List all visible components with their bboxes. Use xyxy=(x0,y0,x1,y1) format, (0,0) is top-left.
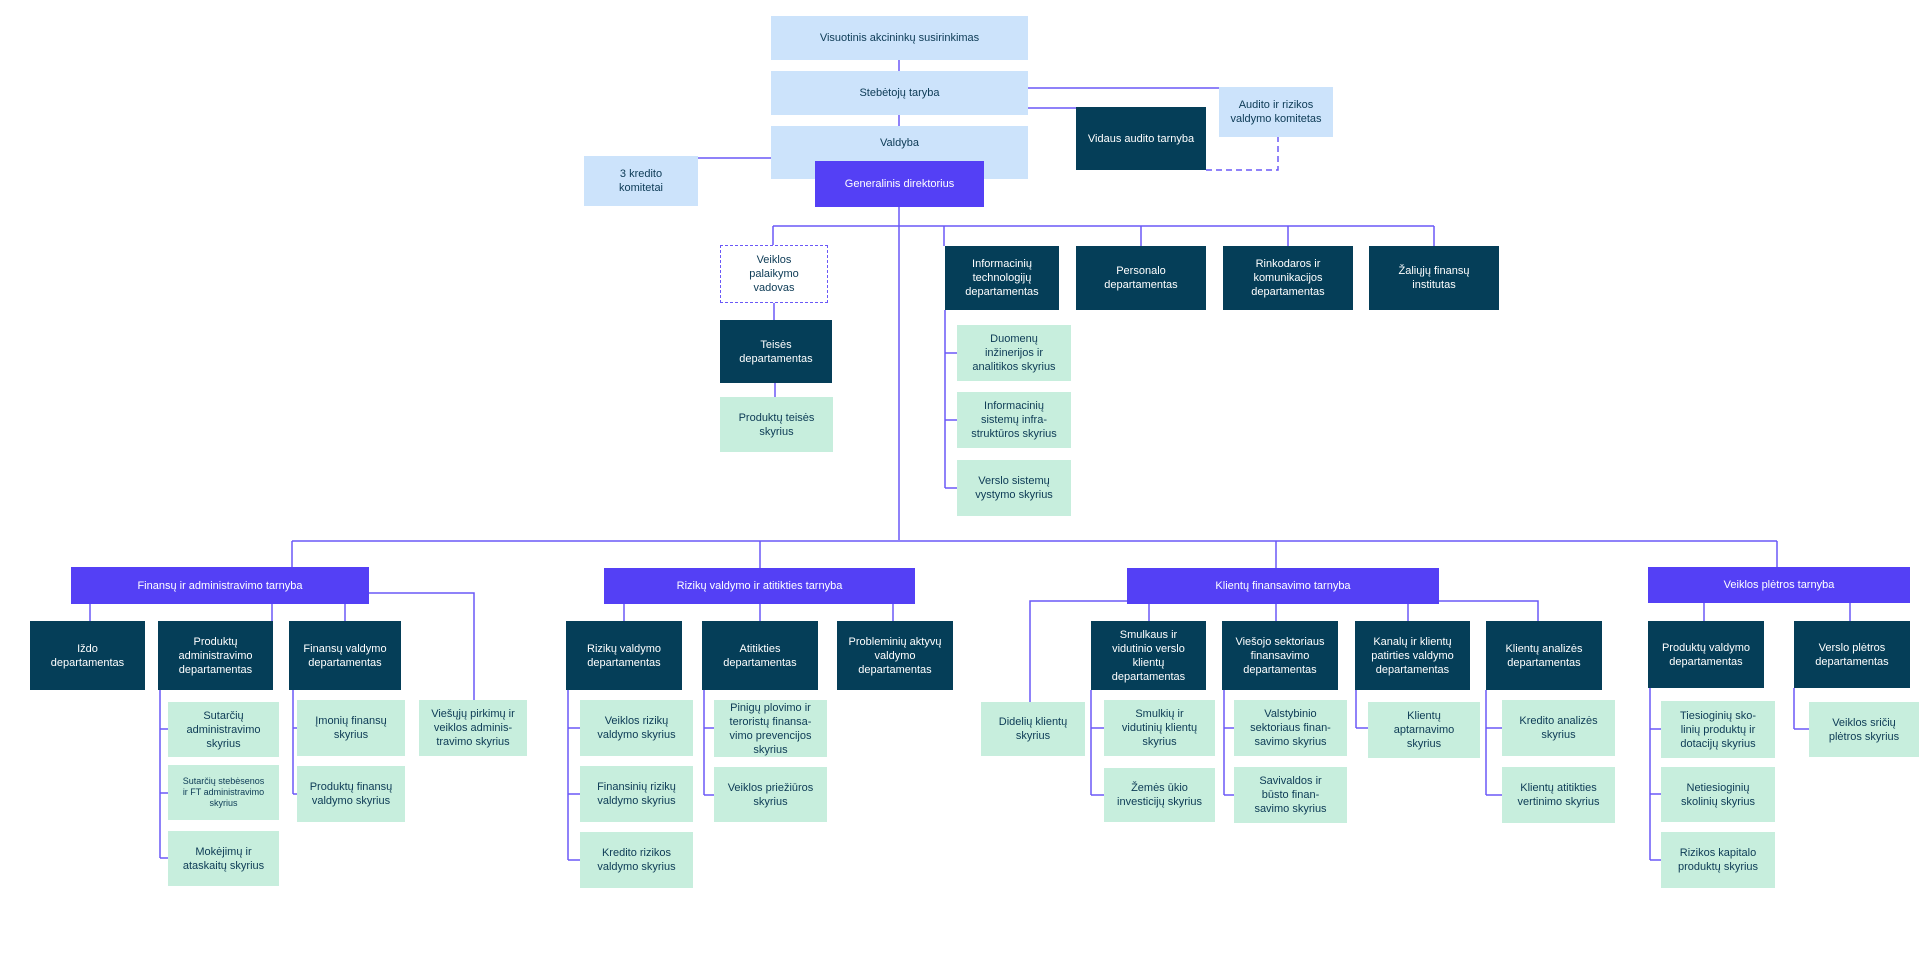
channels-department: Kanalų ir klientų patirties valdymo depa… xyxy=(1355,621,1470,690)
compliance-unit: Pinigų plovimo ir teroristų finansa- vim… xyxy=(714,700,827,757)
green-finance-institute: Žaliųjų finansų institutas xyxy=(1369,246,1499,310)
finance-mgmt-department: Finansų valdymo departamentas xyxy=(289,621,401,690)
sme-department: Smulkaus ir vidutinio verslo klientų dep… xyxy=(1091,621,1206,690)
connector-line xyxy=(1029,600,1127,702)
supervisory-board: Stebėtojų taryba xyxy=(771,71,1028,115)
risk-unit: Kredito rizikos valdymo skyrius xyxy=(580,832,693,888)
client-analysis-unit: Klientų atitikties vertinimo skyrius xyxy=(1502,767,1615,823)
product-mgmt-unit: Netiesioginių skolinių skyrius xyxy=(1661,767,1775,822)
audit-risk-committee: Audito ir rizikos valdymo komitetas xyxy=(1219,87,1333,137)
product-admin-unit: Sutarčių administravimo skyrius xyxy=(168,702,279,757)
client-analysis-unit: Kredito analizės skyrius xyxy=(1502,700,1615,756)
treasury-department: Iždo departamentas xyxy=(30,621,145,690)
sme-unit: Smulkių ir vidutinių klientų skyrius xyxy=(1104,700,1215,756)
finance-mgmt-unit: Produktų finansų valdymo skyrius xyxy=(297,766,405,822)
internal-audit-service: Vidaus audito tarnyba xyxy=(1076,107,1206,170)
risk-mgmt-department: Rizikų valdymo departamentas xyxy=(566,621,682,690)
connector-line xyxy=(1206,137,1279,171)
client-analysis-department: Klientų analizės departamentas xyxy=(1486,621,1602,690)
risk-unit: Finansinių rizikų valdymo skyrius xyxy=(580,766,693,822)
credit-committees: 3 kredito komitetai xyxy=(584,156,698,206)
product-admin-department: Produktų administravimo departamentas xyxy=(158,621,273,690)
product-mgmt-unit: Rizikos kapitalo produktų skyrius xyxy=(1661,832,1775,888)
finance-admin-service: Finansų ir administravimo tarnyba xyxy=(71,567,369,604)
connector-line xyxy=(1439,600,1539,621)
sme-unit: Žemės ūkio investicijų skyrius xyxy=(1104,768,1215,822)
product-mgmt-unit: Tiesioginių sko- linių produktų ir dotac… xyxy=(1661,701,1775,758)
public-sector-unit: Savivaldos ir būsto finan- savimo skyriu… xyxy=(1234,767,1347,823)
problem-assets-department: Probleminių aktyvų valdymo departamentas xyxy=(837,621,953,690)
compliance-unit: Veiklos priežiūros skyrius xyxy=(714,767,827,822)
product-admin-unit: Mokėjimų ir ataskaitų skyrius xyxy=(168,831,279,886)
product-mgmt-department: Produktų valdymo departamentas xyxy=(1648,621,1764,688)
compliance-department: Atitikties departamentas xyxy=(702,621,818,690)
product-admin-unit: Sutarčių stebėsenos ir FT administravimo… xyxy=(168,765,279,820)
public-sector-department: Viešojo sektoriaus finansavimo departame… xyxy=(1222,621,1338,690)
business-dev-service: Veiklos plėtros tarnyba xyxy=(1648,567,1910,603)
finance-mgmt-unit: Įmonių finansų skyrius xyxy=(297,700,405,756)
procurement-unit: Viešųjų pirkimų ir veiklos adminis- trav… xyxy=(419,700,527,756)
marketing-department: Rinkodaros ir komunikacijos departamenta… xyxy=(1223,246,1353,310)
connector-line xyxy=(369,592,475,700)
it-department: Informacinių technologijų departamentas xyxy=(945,246,1059,310)
bizdev-unit: Veiklos sričių plėtros skyrius xyxy=(1809,702,1919,757)
ceo: Generalinis direktorius xyxy=(815,161,984,207)
risk-compliance-service: Rizikų valdymo ir atitikties tarnyba xyxy=(604,568,915,604)
it-unit: Verslo sistemų vystymo skyrius xyxy=(957,460,1071,516)
channels-unit: Klientų aptarnavimo skyrius xyxy=(1368,702,1480,758)
it-unit: Informacinių sistemų infra- struktūros s… xyxy=(957,392,1071,448)
it-unit: Duomenų inžinerijos ir analitikos skyriu… xyxy=(957,325,1071,381)
hr-department: Personalo departamentas xyxy=(1076,246,1206,310)
legal-department: Teisės departamentas xyxy=(720,320,832,383)
large-clients-unit: Didelių klientų skyrius xyxy=(981,702,1085,756)
client-finance-service: Klientų finansavimo tarnyba xyxy=(1127,568,1439,604)
risk-unit: Veiklos rizikų valdymo skyrius xyxy=(580,700,693,756)
ops-support-manager: Veiklos palaikymo vadovas xyxy=(720,245,828,303)
shareholders-meeting: Visuotinis akcininkų susirinkimas xyxy=(771,16,1028,60)
bizdev-department: Verslo plėtros departamentas xyxy=(1794,621,1910,688)
product-legal-unit: Produktų teisės skyrius xyxy=(720,397,833,452)
public-sector-unit: Valstybinio sektoriaus finan- savimo sky… xyxy=(1234,700,1347,756)
